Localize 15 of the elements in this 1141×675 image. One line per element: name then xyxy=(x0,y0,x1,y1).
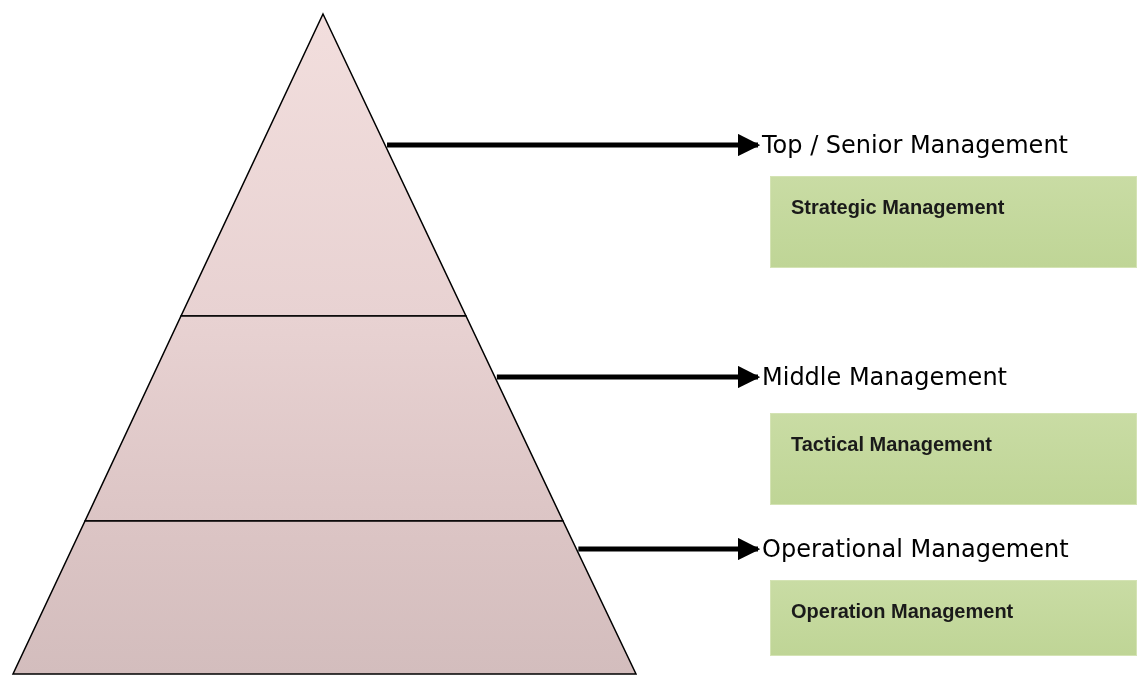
management-level-heading: Top / Senior Management xyxy=(762,130,1068,161)
level-card xyxy=(770,413,1137,505)
level-label: Tactical Management xyxy=(791,432,993,457)
management-level-heading: Middle Management xyxy=(762,362,1007,393)
pyramid-tier xyxy=(13,521,636,674)
arrow xyxy=(578,537,761,561)
level-label: Strategic Management xyxy=(791,195,1006,220)
management-level-heading: Operational Management xyxy=(762,534,1069,565)
arrow xyxy=(496,365,761,389)
arrow xyxy=(387,133,761,157)
pyramid-tier xyxy=(85,316,563,521)
level-label: Operation Management xyxy=(791,599,1015,624)
pyramid-tier xyxy=(181,14,466,316)
level-card xyxy=(770,176,1137,268)
level-card xyxy=(770,580,1137,656)
